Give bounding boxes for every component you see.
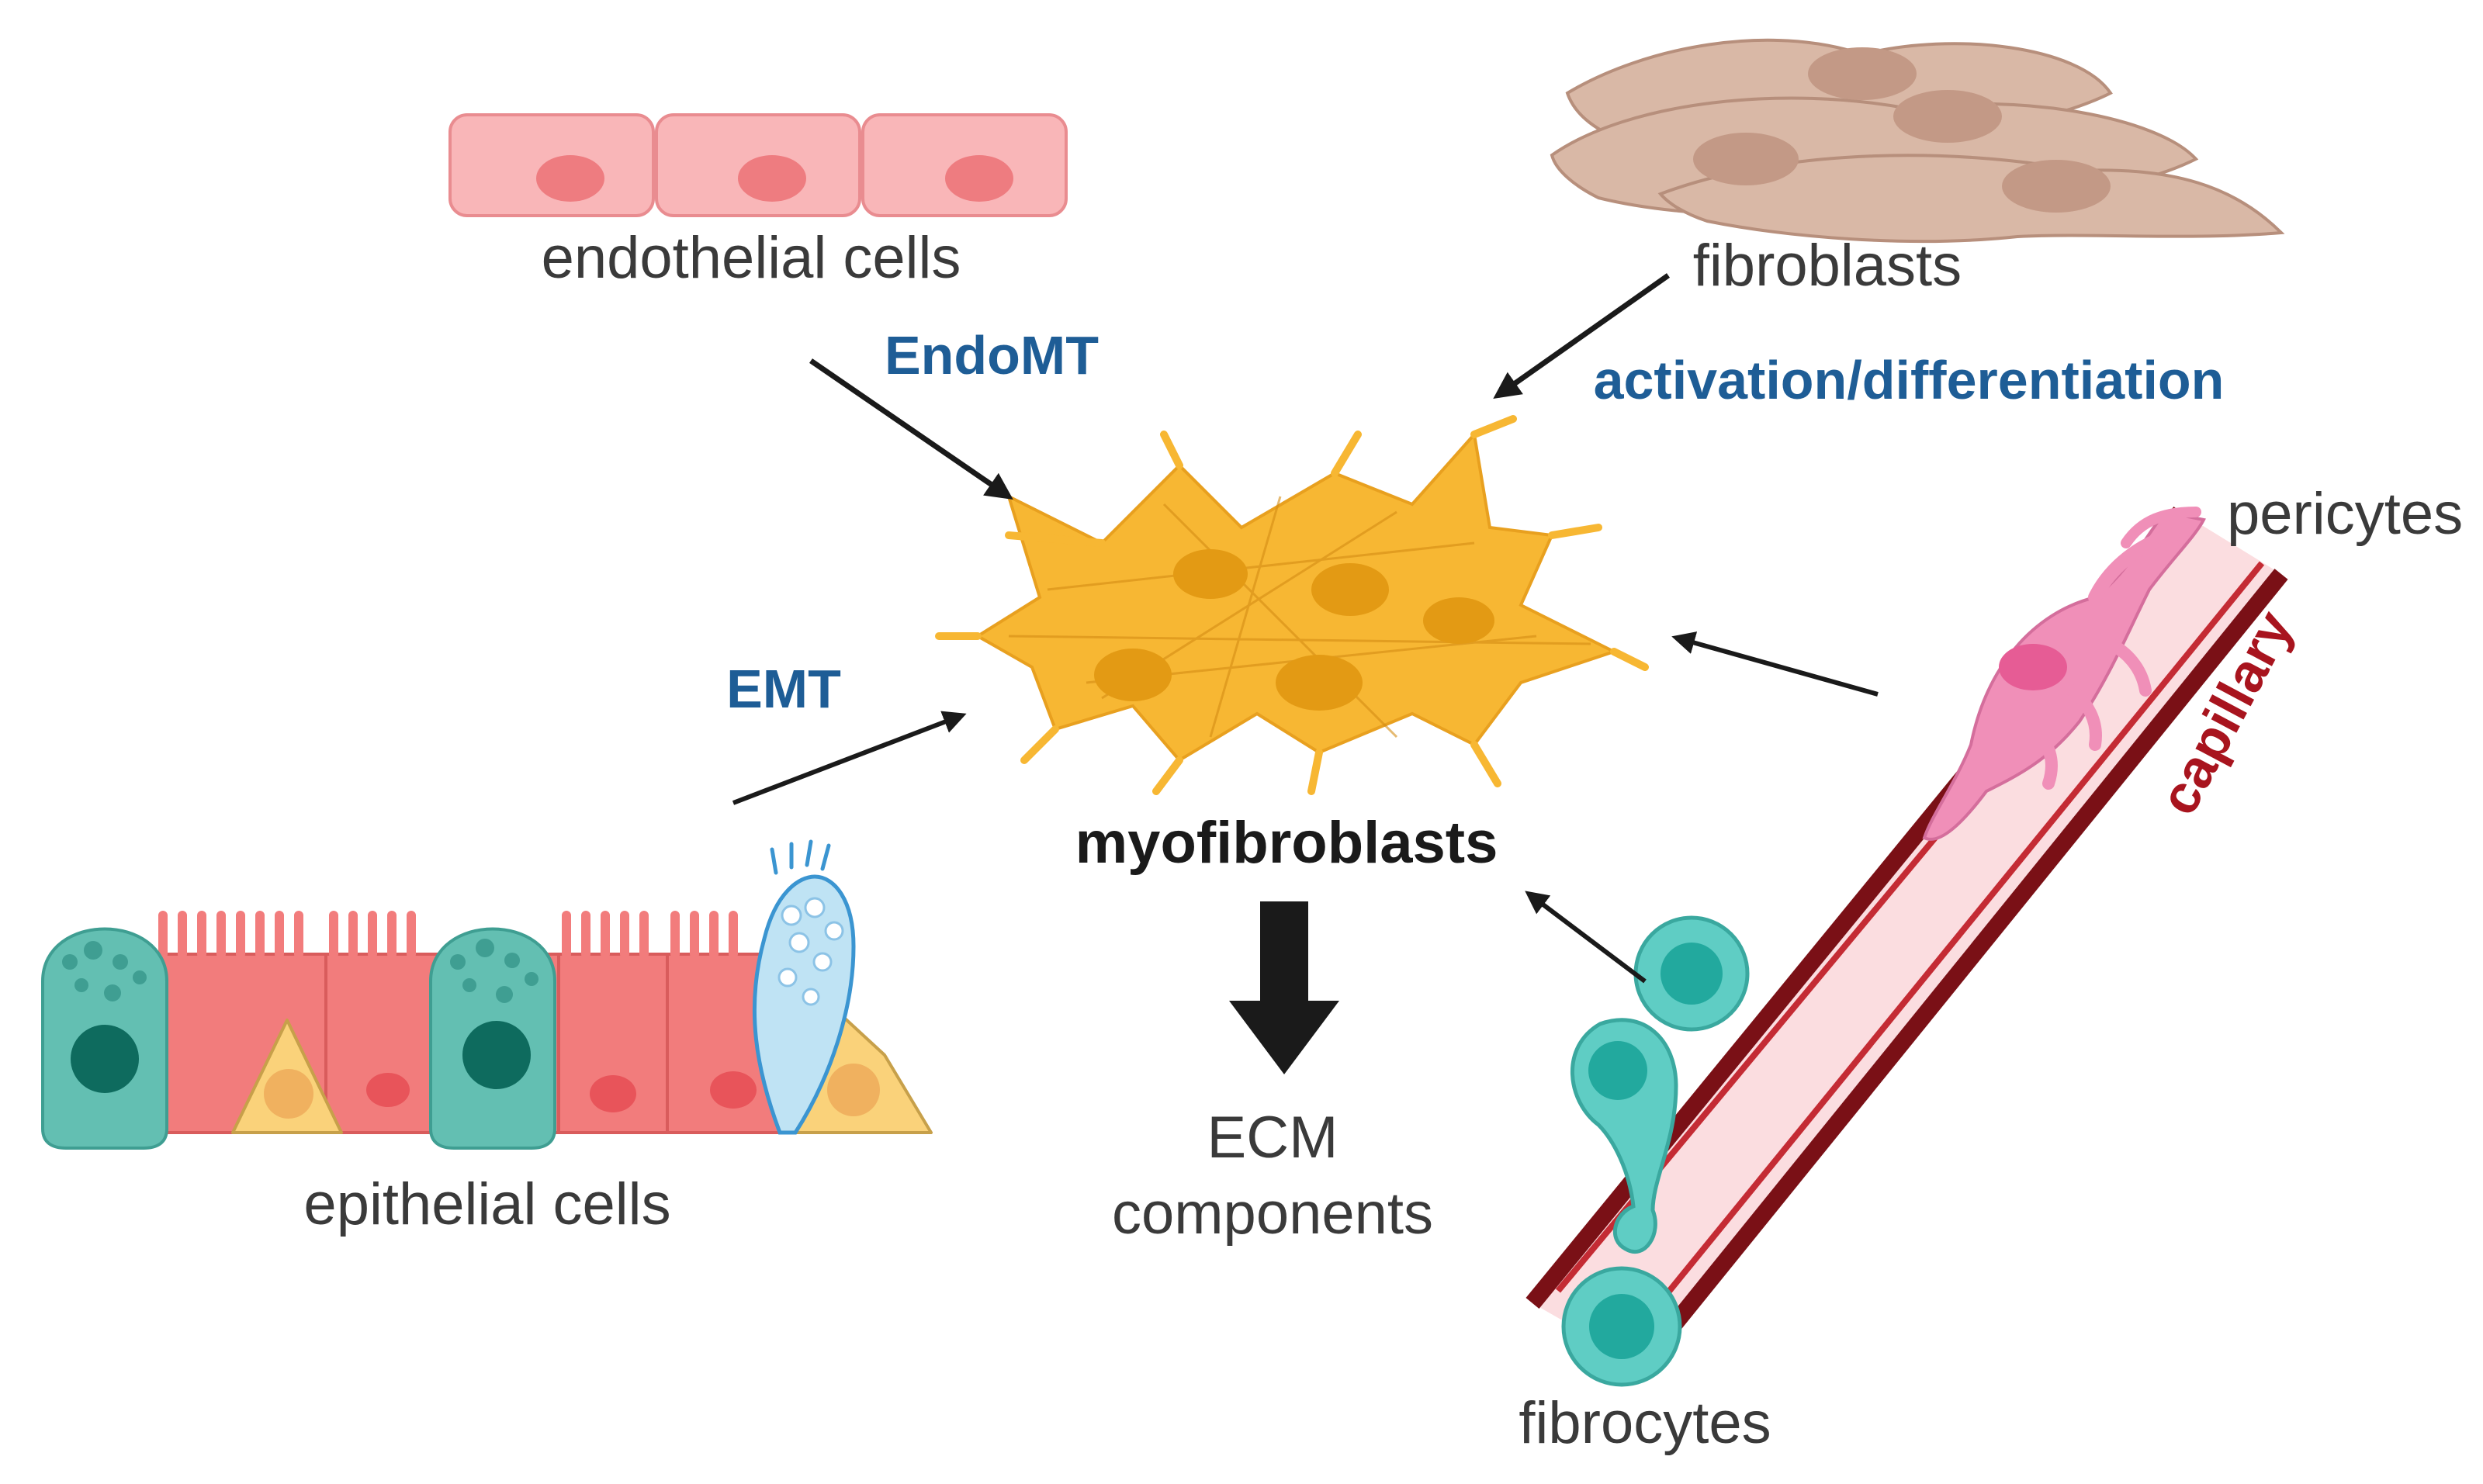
fibroblasts-illustration	[1550, 38, 2285, 244]
endothelial-cells-illustration	[448, 113, 1068, 217]
fibroblasts-label: fibroblasts	[1693, 233, 1962, 299]
arrow-endothelial-to-myofibroblasts	[809, 358, 1013, 500]
myofibroblasts-illustration	[935, 415, 1649, 795]
pericyte-illustration	[1922, 507, 2206, 841]
arrow-fibrocytes-to-myofibroblasts	[1525, 891, 1647, 984]
activation-differentiation-label: activation/differentiation	[1594, 350, 2225, 410]
endomt-label: EndoMT	[885, 325, 1099, 386]
emt-label: EMT	[726, 659, 841, 719]
ecm-label-line1: ECM	[1207, 1105, 1338, 1171]
endothelial-cells-label: endothelial cells	[542, 225, 961, 291]
ecm-label-line2: components	[1112, 1181, 1433, 1247]
arrow-epithelial-to-myofibroblasts	[732, 711, 967, 805]
arrow-fibroblasts-to-myofibroblasts	[1493, 273, 1671, 400]
ecm-output-arrow	[1229, 901, 1339, 1074]
fibrocytes-label: fibrocytes	[1519, 1390, 1771, 1456]
fibrocytes-illustration	[1561, 915, 1750, 1387]
epithelial-cells-label: epithelial cells	[303, 1171, 670, 1237]
myofibroblasts-label: myofibroblasts	[1075, 810, 1498, 876]
pericytes-label: pericytes	[2227, 481, 2463, 547]
epithelial-cells-illustration	[41, 839, 933, 1150]
arrow-pericytes-to-myofibroblasts	[1671, 631, 1879, 697]
